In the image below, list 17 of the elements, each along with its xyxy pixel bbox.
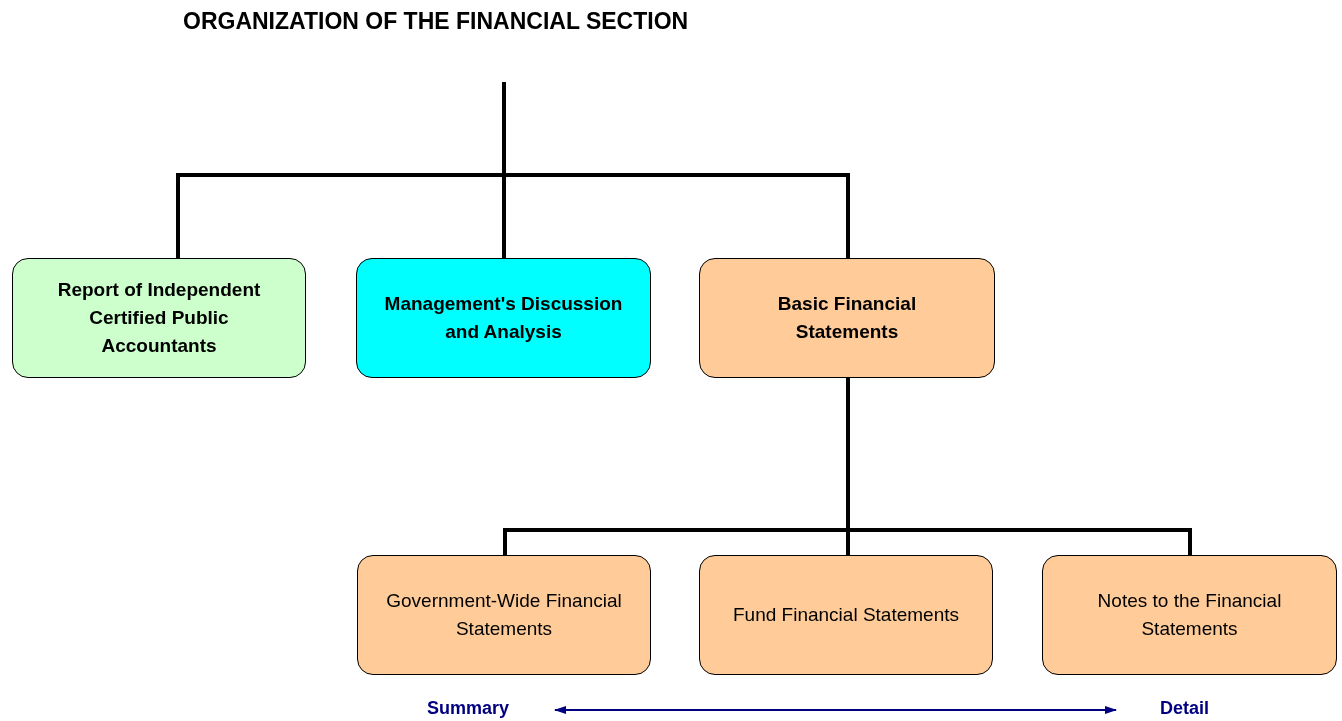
box-label: Management's Discussion and Analysis [383, 292, 624, 344]
rounded-box [699, 555, 993, 675]
rounded-box [699, 258, 995, 378]
scale-label: Summary [427, 698, 510, 719]
rounded-box [12, 258, 306, 378]
rounded-box [1042, 555, 1337, 675]
box-label: Basic Financial Statements [776, 292, 918, 344]
scale-label: Detail [1160, 698, 1210, 719]
rounded-box [357, 555, 651, 675]
box-label: Report of Independent Certified Public Accountants [56, 278, 262, 358]
box-label: Notes to the Financial Statements [1096, 589, 1283, 641]
connector-line [502, 82, 850, 258]
box-label: Fund Financial Statements [733, 603, 959, 627]
diagram-title: ORGANIZATION OF THE FINANCIAL SECTION [183, 8, 689, 35]
connector-line [846, 378, 1192, 555]
box-label: Government-Wide Financial Statements [385, 589, 623, 641]
rounded-box [356, 258, 651, 378]
